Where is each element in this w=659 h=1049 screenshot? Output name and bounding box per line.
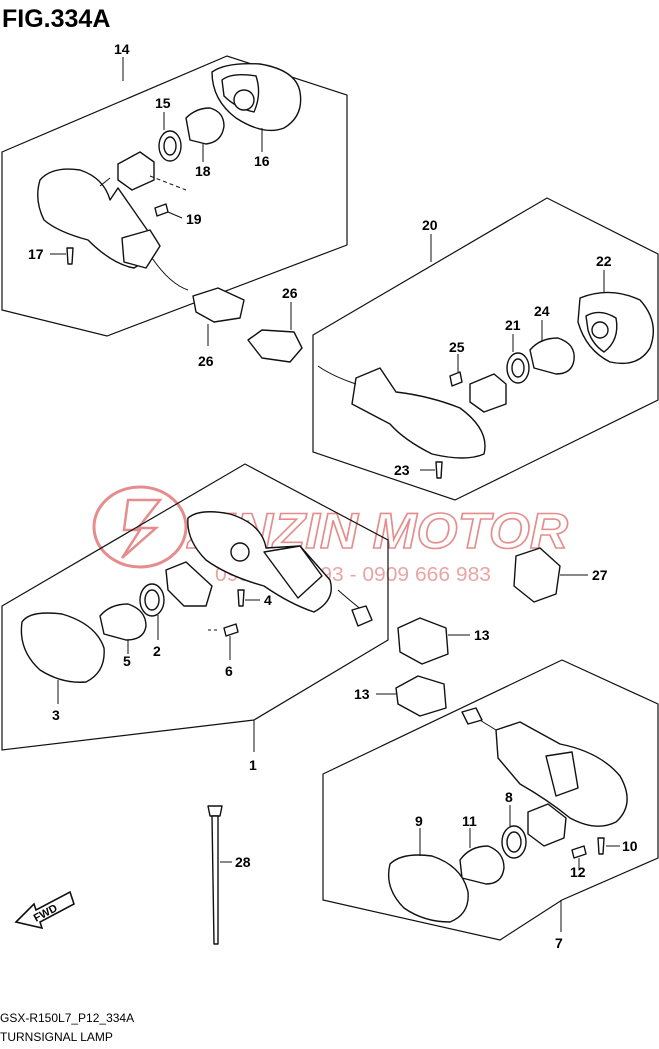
model-code: GSX-R150L7_P12_334A [0, 1011, 134, 1025]
assembly-1 [1, 463, 389, 752]
callout-17: 17 [28, 246, 44, 262]
assembly-14-frame [1, 55, 348, 337]
callout-12: 12 [570, 864, 586, 880]
callout-20: 20 [422, 217, 438, 233]
watermark-logo [92, 485, 188, 569]
callout-27: 27 [592, 567, 608, 583]
callout-14: 14 [114, 41, 130, 57]
callout-21: 21 [505, 317, 521, 333]
callout-4: 4 [264, 592, 272, 608]
callout-10: 10 [622, 838, 638, 854]
callout-5: 5 [123, 653, 131, 669]
callout-8: 8 [505, 789, 513, 805]
callout-13-lower: 13 [354, 686, 370, 702]
callout-19: 19 [186, 211, 202, 227]
loose-parts: FWD [14, 547, 588, 945]
watermark: ZINZIN MOTOR 0903 993 993 - 0909 666 983 [92, 485, 569, 586]
callout-23: 23 [394, 462, 410, 478]
callout-9: 9 [415, 813, 423, 829]
callout-16: 16 [254, 153, 270, 169]
callout-1: 1 [249, 757, 257, 773]
figure-caption: TURNSIGNAL LAMP [0, 1030, 113, 1044]
figure-title: FIG.334A [2, 5, 110, 33]
callout-26-lower: 26 [198, 353, 214, 369]
callout-7: 7 [555, 935, 563, 951]
assembly-7-frame [322, 659, 659, 941]
callout-3: 3 [52, 707, 60, 723]
callout-15: 15 [155, 95, 171, 111]
callout-26-upper: 26 [282, 285, 298, 301]
callout-2: 2 [153, 643, 161, 659]
callout-28: 28 [235, 854, 251, 870]
callout-24: 24 [534, 303, 550, 319]
assembly-1-frame [1, 463, 389, 751]
callout-18: 18 [195, 163, 211, 179]
assembly-7 [322, 659, 659, 941]
forward-direction-arrow-icon: FWD [14, 890, 75, 930]
fwd-badge: FWD [32, 902, 60, 924]
assembly-14 [1, 55, 348, 363]
callout-6: 6 [225, 663, 233, 679]
callout-labels: 14 15 16 18 19 17 26 26 20 22 21 24 25 2… [28, 41, 638, 951]
callout-13-upper: 13 [474, 627, 490, 643]
callout-22: 22 [596, 253, 612, 269]
assembly-20-frame [312, 197, 659, 501]
callout-11: 11 [462, 813, 477, 829]
callout-25: 25 [449, 339, 465, 355]
assembly-20 [312, 197, 659, 501]
